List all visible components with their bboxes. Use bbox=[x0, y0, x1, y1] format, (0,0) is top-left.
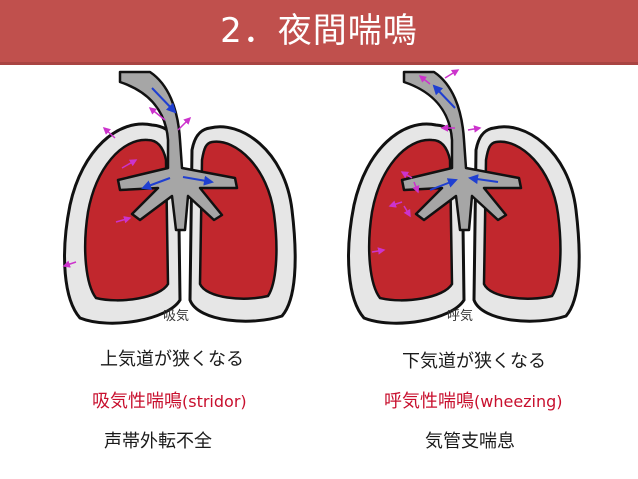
right-line1: 下気道が狭くなる bbox=[402, 351, 546, 372]
page-title: 2．夜間喘鳴 bbox=[220, 11, 418, 51]
left-line2-paren: (stridor) bbox=[182, 392, 247, 411]
right-line2: 呼気性喘鳴(wheezing) bbox=[384, 387, 563, 413]
left-lungs bbox=[62, 70, 297, 325]
left-line2: 吸気性喘鳴(stridor) bbox=[92, 387, 247, 413]
left-line1: 上気道が狭くなる bbox=[100, 349, 244, 370]
right-phase-label: 呼気 bbox=[447, 309, 474, 324]
left-line3: 声帯外転不全 bbox=[104, 431, 212, 452]
left-trachea bbox=[116, 70, 239, 232]
right-line2-main: 呼気性喘鳴 bbox=[384, 391, 474, 412]
left-line2-main: 吸気性喘鳴 bbox=[92, 391, 182, 412]
right-line3: 気管支喘息 bbox=[425, 431, 515, 452]
right-line2-paren: (wheezing) bbox=[474, 392, 563, 411]
title-banner bbox=[0, 0, 638, 65]
right-trachea bbox=[400, 70, 523, 232]
right-lungs bbox=[347, 69, 581, 325]
left-phase-label: 吸気 bbox=[163, 309, 190, 324]
